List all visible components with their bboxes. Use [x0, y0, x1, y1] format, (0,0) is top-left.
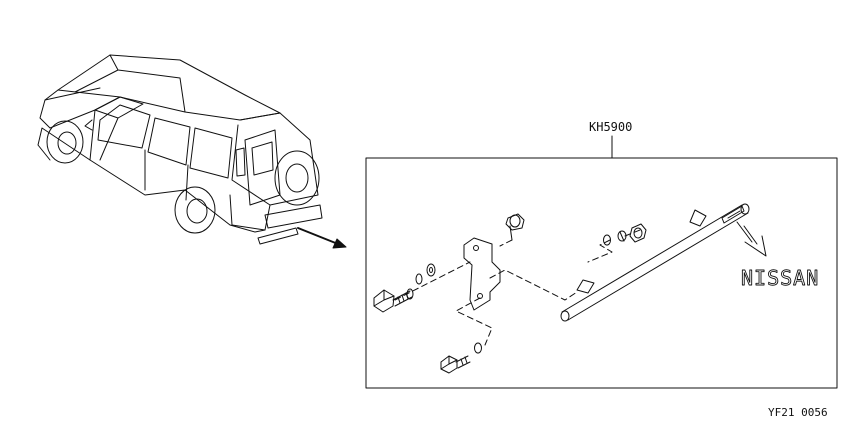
small-bolt-washer — [474, 342, 482, 354]
large-bolt — [373, 288, 414, 313]
kit-part-number: KH5900 — [589, 120, 632, 134]
small-bolt — [440, 355, 471, 374]
tow-bar — [560, 203, 750, 322]
mounting-bracket — [463, 237, 501, 311]
direction-arrow — [297, 227, 347, 249]
logo-arrow — [736, 221, 767, 257]
vehicle-illustration — [37, 54, 323, 245]
nissan-emblem: NISSAN — [741, 266, 819, 290]
large-bolt-washers — [415, 263, 436, 285]
assembly-lines — [394, 229, 641, 346]
upper-nut — [505, 213, 525, 241]
rod-hardware — [603, 223, 647, 246]
kit-frame — [365, 157, 838, 389]
figure-code: YF21 0056 — [768, 406, 828, 419]
